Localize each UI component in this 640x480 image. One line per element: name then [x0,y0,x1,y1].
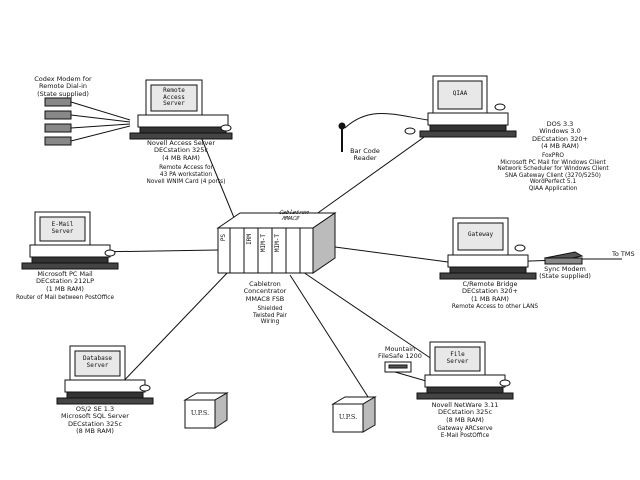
database-server-screen-label: Database Server [83,355,112,369]
qiaa-label: DOS 3.3 Windows 3.0 DECstation 320+ (4 M… [532,120,588,151]
qiaa-software-list: FoxPRO Microsoft PC Mail for Windows Cli… [497,153,609,192]
concentrator-wiring-note: Shielded Twisted Pair Wiring [252,306,288,326]
access-server-screen-label: Remote Access Server [163,87,185,108]
ups-left [183,392,229,429]
bar-code-label: Bar Code Reader [350,147,380,163]
concentrator-module-mimt-2: MIM-T [274,234,281,253]
gateway-label: C/Remote Bridge DECstation 320+ (1 MB RA… [462,280,518,303]
concentrator-top-label: Cabletron MMAC8 [277,210,311,222]
mail-server-screen-label: E-Mail Server [51,221,74,235]
mountain-filesafe [384,361,412,373]
qiaa-workstation [419,75,517,138]
bar-code-reader [338,113,429,152]
concentrator-module-irm: IRM [246,234,253,245]
access-server-label: Novell Access Server DECstation 325c (4 … [147,139,215,162]
concentrator-module-ps: PS [220,234,227,242]
database-server-label: OS/2 SE 1.3 Microsoft SQL Server DECstat… [61,405,129,436]
file-server-workstation [416,341,514,400]
concentrator-cabinet [216,212,337,274]
file-server-screen-label: File Server [446,351,469,365]
codex-modem-label: Codex Modem for Remote Dial-in (State su… [34,75,92,98]
to-tms-label: To TMS [612,250,635,258]
database-server-workstation [56,345,154,405]
mountain-label: Mountain FileSafe 1200 [378,345,422,361]
qiaa-screen-label: QIAA [452,90,468,97]
gateway-note: Remote Access to other LANS [451,304,539,310]
ups-right-label: U.P.S. [338,413,358,421]
mail-server-note: Router of Mail between PostOffice [15,295,115,301]
gateway-workstation [439,217,537,280]
concentrator-label: Cabletron Concentrator MMAC8 FSB [243,280,287,303]
access-server-note: Remote Access for 43 PA workstation Nove… [146,165,226,185]
file-server-note: Gateway ARCserve E-Mail PostOffice [437,426,493,440]
mail-server-workstation [21,211,119,270]
mail-server-label: Microsoft PC Mail DECstation 212LP (1 MB… [35,270,95,293]
sync-modem [543,251,584,265]
sync-modem-label: Sync Modem (State supplied) [539,265,591,281]
ups-right [331,396,377,433]
ups-left-label: U.P.S. [190,409,210,417]
codex-modems [44,97,131,146]
file-server-label: Novell NetWare 3.11 DECstation 325c (8 M… [431,401,499,424]
access-server-workstation [129,79,233,140]
concentrator-module-mimt-1: MIM-T [260,234,267,253]
gateway-screen-label: Gateway [467,231,494,238]
